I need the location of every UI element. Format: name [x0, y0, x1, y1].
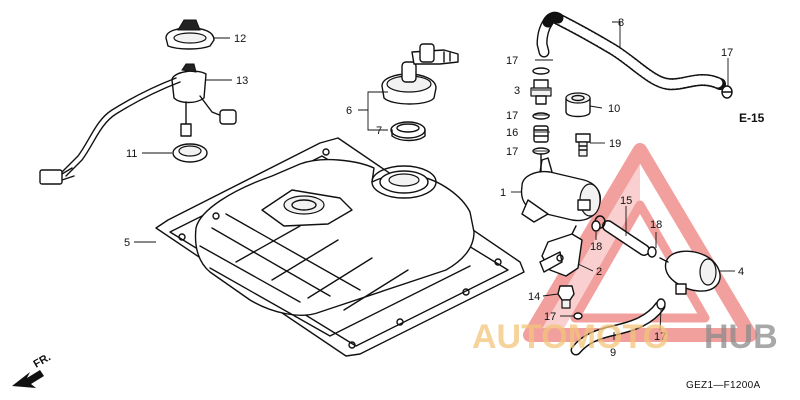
- callout-9: 9: [610, 347, 616, 359]
- callout-17-lower-left: 17: [544, 311, 556, 323]
- callout-4: 4: [738, 266, 744, 278]
- clamp-part-17-lower-right: [656, 298, 666, 310]
- callout-8: 8: [618, 17, 624, 29]
- cap-part-12: [165, 19, 215, 50]
- bolt-part-19: [575, 133, 591, 157]
- hose-part-9: [570, 300, 666, 356]
- direction-label: FR.: [32, 351, 53, 370]
- callout-5: 5: [124, 237, 130, 249]
- clamp-part-18-right: [647, 246, 657, 258]
- callout-2: 2: [596, 266, 602, 278]
- callout-17-b: 17: [506, 110, 518, 122]
- hose-part-8: [536, 11, 726, 91]
- bracket-part-2: [539, 225, 583, 277]
- callout-labels: 12 13 11 5 6 7 8 17 E-15 17 3 17 16 17 1…: [32, 17, 765, 391]
- callout-19: 19: [609, 138, 621, 150]
- callout-17-c: 17: [506, 146, 518, 158]
- watermark-part1: AUTOMOTO: [472, 318, 669, 356]
- gasket-part-11: [172, 143, 208, 163]
- callout-18-right: 18: [650, 219, 662, 231]
- valve-part-4: [659, 250, 721, 295]
- fuel-sender-part-13: [39, 63, 237, 185]
- callout-16: 16: [506, 127, 518, 139]
- callout-17-top-right: 17: [721, 47, 733, 59]
- callout-17-a: 17: [506, 55, 518, 67]
- watermark-text: AUTOMOTO HUB: [472, 318, 778, 356]
- clamp-part-17-top-right: [721, 85, 733, 99]
- grommet-part-10: [565, 92, 591, 118]
- fuel-tank-part: [155, 137, 525, 357]
- seal-part-7: [390, 121, 426, 142]
- leader-lines: [134, 21, 735, 340]
- callout-15: 15: [620, 195, 632, 207]
- fuel-cap-part-6: [381, 43, 459, 105]
- callout-13: 13: [236, 75, 248, 87]
- callout-1: 1: [500, 187, 506, 199]
- reference-e15: E-15: [739, 111, 765, 125]
- callout-14: 14: [528, 291, 540, 303]
- callout-6: 6: [346, 105, 352, 117]
- callout-7: 7: [376, 125, 382, 137]
- diagram-code: GEZ1—F1200A: [686, 380, 760, 391]
- clamp-part-18-left: [591, 220, 601, 232]
- connector-stack-part-3: [530, 67, 552, 173]
- callout-10: 10: [608, 103, 620, 115]
- fuel-pump-part-1: [520, 157, 602, 223]
- callout-11: 11: [126, 148, 137, 160]
- watermark-part2: HUB: [704, 318, 778, 356]
- front-direction-arrow: [12, 370, 44, 388]
- callout-17-lower-right: 17: [654, 331, 666, 343]
- callout-12: 12: [234, 33, 246, 45]
- callout-3: 3: [514, 85, 520, 97]
- callout-18-left: 18: [590, 241, 602, 253]
